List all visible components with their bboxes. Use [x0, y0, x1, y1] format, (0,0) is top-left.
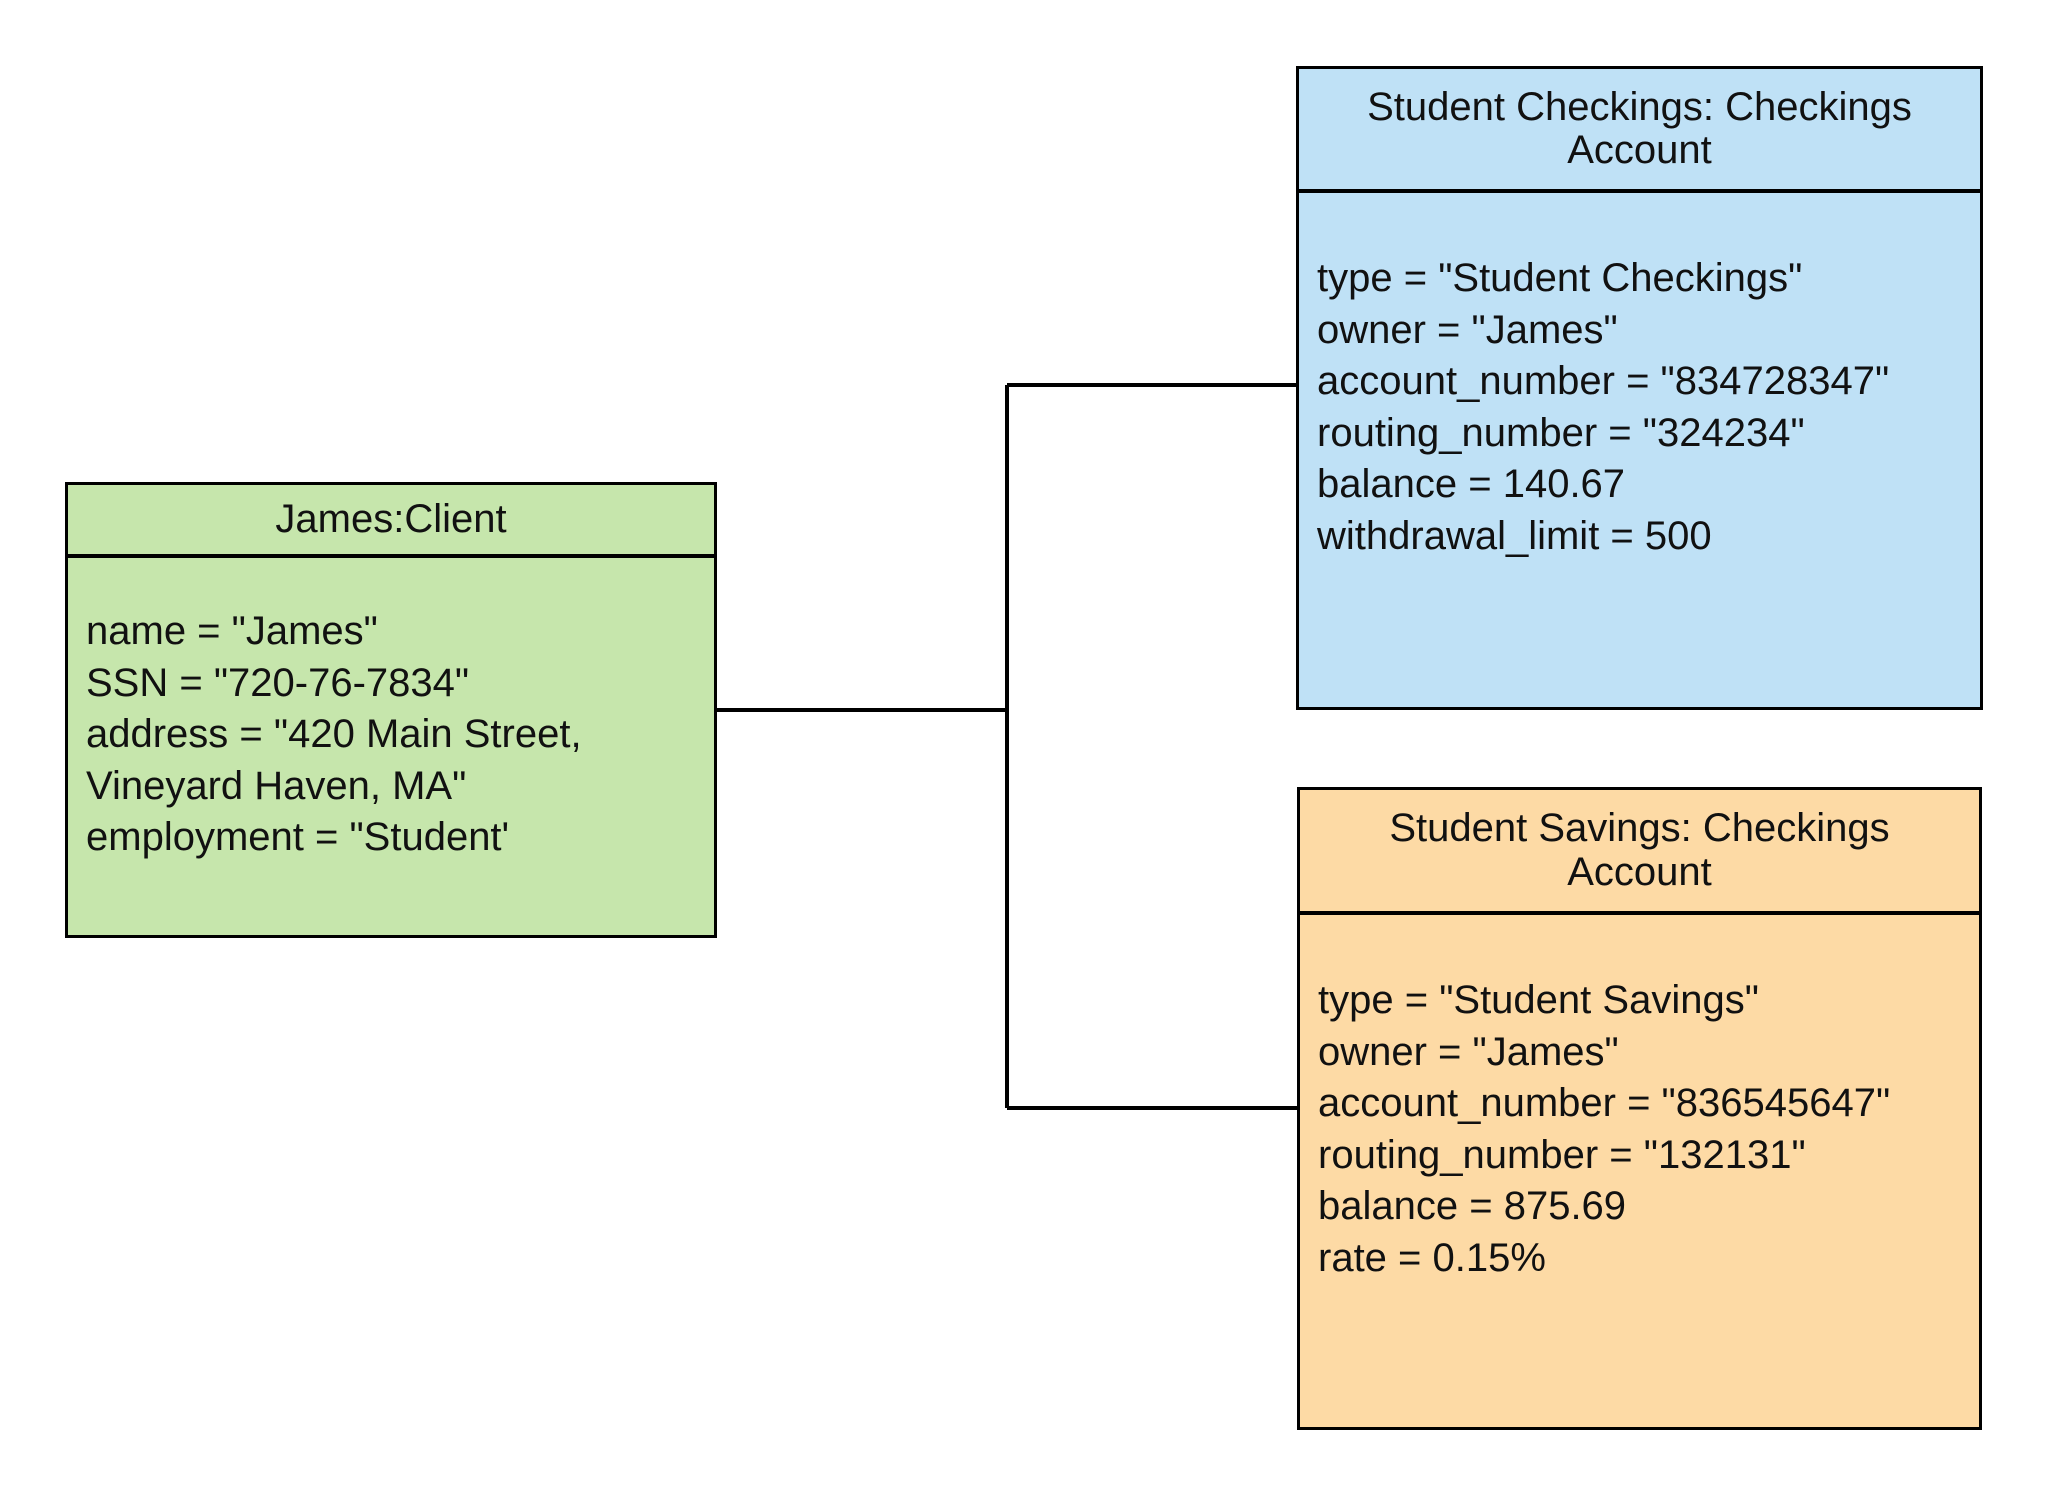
- attribute-row: owner = "James": [1318, 1029, 1619, 1074]
- object-box-student-savings-title: Student Savings: Checkings Account: [1300, 790, 1979, 915]
- attribute-row: employment = "Student': [86, 815, 510, 860]
- attribute-row: type = "Student Savings": [1318, 978, 1759, 1022]
- object-box-student-checkings-title: Student Checkings: Checkings Account: [1299, 69, 1980, 193]
- attribute-row: balance = 875.69: [1318, 1184, 1627, 1229]
- object-box-client[interactable]: James:Client name = "James" SSN = "720-7…: [65, 482, 717, 938]
- attribute-row: withdrawal_limit = 500: [1317, 513, 1712, 558]
- object-box-client-title: James:Client: [68, 485, 714, 558]
- attribute-row: routing_number = "324234": [1317, 410, 1805, 455]
- attribute-row: SSN = "720-76-7834": [86, 660, 470, 705]
- object-box-student-checkings-attributes: type = "Student Checkings" owner = "Jame…: [1299, 193, 1980, 709]
- attribute-row: name = "James": [86, 609, 378, 653]
- object-box-student-savings-attributes: type = "Student Savings" owner = "James"…: [1300, 915, 1979, 1429]
- object-box-student-checkings[interactable]: Student Checkings: Checkings Account typ…: [1296, 66, 1983, 710]
- attribute-row: owner = "James": [1317, 307, 1618, 352]
- attribute-row: balance = 140.67: [1317, 462, 1626, 507]
- attribute-row: type = "Student Checkings": [1317, 256, 1803, 300]
- attribute-row: routing_number = "132131": [1318, 1132, 1806, 1177]
- attribute-row: rate = 0.15%: [1318, 1235, 1546, 1280]
- attribute-row: account_number = "836545647": [1318, 1081, 1891, 1126]
- object-box-client-attributes: name = "James" SSN = "720-76-7834" addre…: [68, 558, 714, 935]
- attribute-row: account_number = "834728347": [1317, 359, 1890, 404]
- object-box-student-savings[interactable]: Student Savings: Checkings Account type …: [1297, 787, 1982, 1430]
- attribute-row: address = "420 Main Street, Vineyard Hav…: [86, 712, 582, 808]
